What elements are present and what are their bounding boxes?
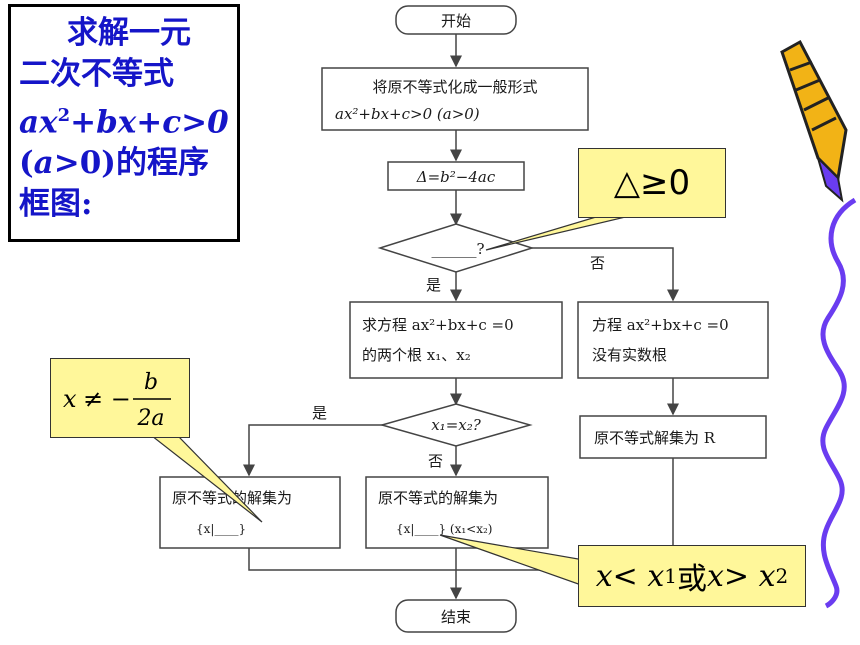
- title-a: a: [33, 145, 54, 182]
- discriminant-box: Δ=b²−4ac: [387, 161, 525, 191]
- yes-label-1: 是: [426, 276, 441, 294]
- no-label-1: 否: [590, 254, 605, 272]
- title-program: >0)的程序: [53, 145, 209, 182]
- start-terminal: 开始: [395, 5, 517, 35]
- solution-diff-box: 原不等式的解集为 {x|____} (x₁<x₂): [365, 476, 549, 549]
- discriminant-label: Δ=b²−4ac: [416, 168, 496, 186]
- title-box: 求解一元 二次不等式 ax2+bx+c>0 (a>0)的程序 框图:: [8, 4, 240, 242]
- root-denominator: 2a: [136, 406, 164, 431]
- start-label: 开始: [441, 12, 471, 30]
- no-label-2: 否: [428, 452, 443, 470]
- root-x: x: [63, 385, 77, 413]
- root-annotation: x ≠ − b 2a: [50, 358, 190, 438]
- end-label: 结束: [441, 608, 471, 626]
- title-exp: 2: [57, 105, 71, 126]
- title-rest: +bx+c>0: [70, 104, 229, 141]
- solution-sub-1: 1: [664, 564, 677, 588]
- root-formula: x ≠ − b 2a: [63, 370, 171, 431]
- solution-part-1: x< x: [595, 558, 665, 594]
- decision-delta-label: ______?: [431, 240, 484, 258]
- title-line-4: (a>0)的程序: [19, 143, 229, 184]
- title-paren: (: [19, 145, 34, 182]
- title-line-5: 框图:: [19, 186, 93, 223]
- no-root-line-1: 方程 ax²+bx+c =0: [592, 316, 729, 334]
- root-numerator: b: [144, 370, 158, 395]
- solution-or: 或: [677, 562, 707, 597]
- wavy-decoration: [820, 197, 857, 609]
- end-terminal: 结束: [395, 599, 517, 633]
- delta-annotation: △≥0: [578, 148, 726, 218]
- decision-roots-label: x₁=x₂?: [431, 416, 482, 434]
- decision-delta: ______?: [377, 223, 535, 273]
- solution-diff-line-1: 原不等式的解集为: [378, 489, 498, 507]
- decision-roots-equal: x₁=x₂?: [379, 403, 533, 447]
- title-line-2: 二次不等式: [19, 56, 174, 92]
- solve-line-2: 的两个根 x₁、x₂: [362, 346, 471, 364]
- title-line-1: 求解一元: [67, 15, 191, 51]
- no-root-box: 方程 ax²+bx+c =0 没有实数根: [577, 301, 769, 379]
- solution-part-2: x> x: [707, 558, 776, 594]
- normalize-box: 将原不等式化成一般形式 ax²+bx+c>0 (a>0): [321, 67, 589, 131]
- all-real-box: 原不等式解集为 R: [579, 415, 767, 459]
- title-line-3: ax2+bx+c>0: [19, 95, 229, 143]
- solution-diff-line-2: {x|____} (x₁<x₂): [396, 522, 492, 536]
- solve-box: 求方程 ax²+bx+c =0 的两个根 x₁、x₂: [349, 301, 563, 379]
- normalize-line-2: ax²+bx+c>0 (a>0): [335, 105, 480, 123]
- all-real-label: 原不等式解集为 R: [594, 429, 716, 447]
- normalize-line-1: 将原不等式化成一般形式: [372, 78, 537, 96]
- solve-line-1: 求方程 ax²+bx+c =0: [362, 316, 514, 334]
- delta-callout-pointer: [485, 213, 639, 251]
- pen-icon: [780, 39, 848, 203]
- title-ax: ax: [19, 104, 58, 141]
- root-neq: ≠ −: [83, 385, 131, 413]
- no-root-line-2: 没有实数根: [592, 346, 667, 364]
- solution-equal-line-2: {x|____}: [196, 522, 246, 536]
- solution-sub-2: 2: [775, 564, 789, 588]
- yes-label-2: 是: [312, 404, 327, 422]
